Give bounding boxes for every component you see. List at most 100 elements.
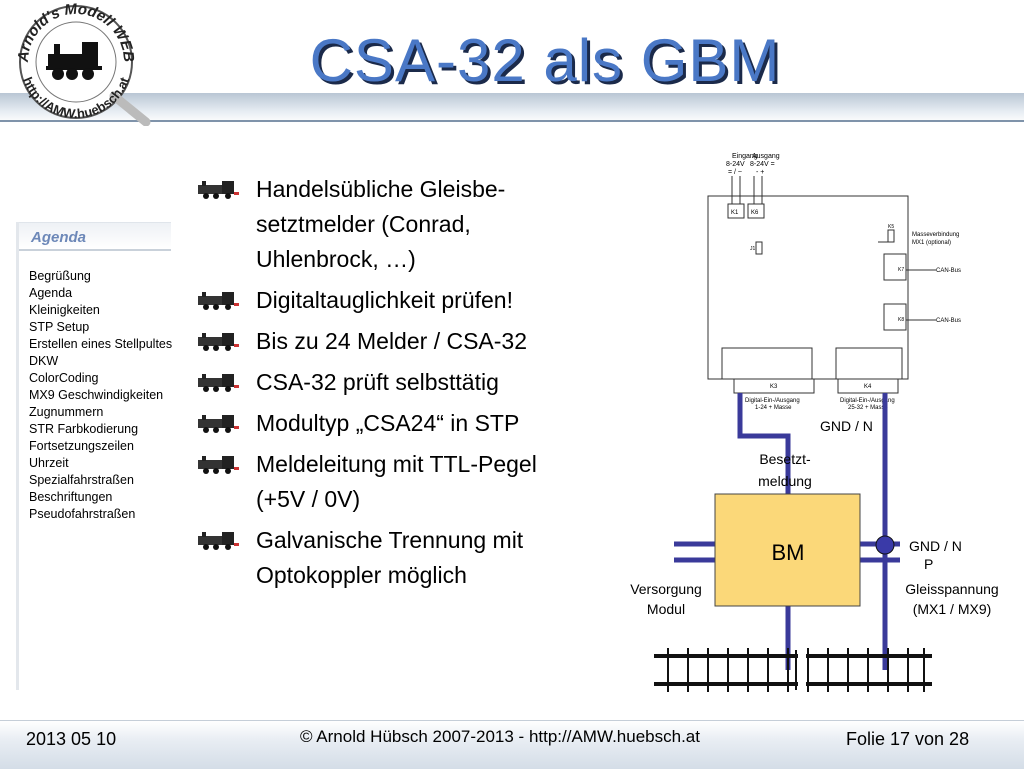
track [654, 648, 932, 692]
agenda-panel: Agenda Begrüßung Agenda Kleinigkeiten ST… [16, 222, 189, 690]
label-besetzt-2: meldung [758, 473, 812, 489]
label-dig2a: Digital-Ein-/Ausgang [840, 398, 895, 404]
locomotive-bullet-icon [198, 181, 239, 199]
label-k6: K6 [751, 210, 759, 216]
label-dig1b: 1-24 + Masse [755, 405, 792, 411]
label-ausgang-v: 8-24V = [750, 161, 775, 168]
junction-dot [875, 535, 895, 555]
agenda-item[interactable]: Beschriftungen [29, 490, 113, 504]
agenda-item[interactable]: Zugnummern [29, 405, 104, 419]
label-masse2: MX1 (optional) [912, 240, 951, 246]
connector-block-2 [835, 347, 903, 380]
jumper-k5 [887, 229, 895, 243]
agenda-item[interactable]: Pseudofahrstraßen [29, 507, 136, 521]
footer-date: 2013 05 10 [26, 729, 117, 749]
agenda-item[interactable]: Spezialfahrstraßen [29, 473, 134, 487]
label-masse1: Masseverbindung [912, 232, 959, 238]
connector-k4 [837, 378, 899, 394]
connector-k1 [727, 203, 745, 219]
bullet-text: (+5V / 0V) [256, 486, 361, 512]
label-gleis-1: Gleisspannung [905, 581, 998, 597]
label-k7: K7 [898, 267, 904, 273]
footer-copyright: © Arnold Hübsch 2007-2013 - http://AMW.h… [300, 727, 700, 746]
header-band [0, 93, 1024, 123]
label-eingang-ac: = / ~ [728, 169, 742, 176]
label-canbus-2: CAN-Bus [936, 318, 961, 324]
connector-k6 [747, 203, 765, 219]
agenda-item[interactable]: DKW [29, 354, 59, 368]
footer-slide-number: Folie 17 von 28 [846, 729, 970, 749]
bullet-text: Galvanische Trennung mit [256, 527, 524, 553]
agenda-item[interactable]: ColorCoding [29, 371, 99, 385]
label-canbus-1: CAN-Bus [936, 268, 961, 274]
label-versorgung-1: Versorgung [630, 581, 702, 597]
label-k4: K4 [864, 384, 872, 390]
label-j1: J1 [750, 246, 756, 252]
bullet-text: Bis zu 24 Melder / CSA-32 [256, 328, 528, 354]
bm-label: BM [772, 540, 805, 565]
agenda-item[interactable]: Agenda [29, 286, 73, 300]
agenda-header: Agenda [19, 222, 171, 251]
label-versorgung-2: Modul [647, 601, 685, 617]
label-p: P [924, 556, 933, 572]
label-gnd-n-right: GND / N [909, 538, 962, 554]
bullet-item: Galvanische Trennung mit Optokoppler mög… [196, 523, 616, 593]
connector-k8 [883, 303, 907, 331]
bullet-item: Handelsübliche Gleisbe- setztmelder (Con… [196, 172, 616, 277]
bullet-text: Handelsübliche Gleisbe- [256, 176, 506, 202]
label-ausgang: Ausgang [752, 153, 780, 160]
agenda-item[interactable]: Erstellen eines Stellpultes [29, 337, 173, 351]
label-besetzt-1: Besetzt- [759, 451, 811, 467]
label-dig1a: Digital-Ein-/Ausgang [745, 398, 800, 404]
bullet-item: CSA-32 prüft selbsttätig [196, 365, 616, 400]
label-dig2b: 25-32 + Masse [848, 405, 889, 411]
agenda-list: Begrüßung Agenda Kleinigkeiten STP Setup… [29, 268, 172, 523]
bullet-text: setztmelder (Conrad, [256, 211, 471, 237]
label-gleis-2: (MX1 / MX9) [913, 601, 992, 617]
jumper-j1 [755, 241, 763, 255]
wires [674, 393, 900, 670]
bullet-item: Digitaltauglichkeit prüfen! [196, 283, 616, 318]
label-eingang-v: 8-24V [726, 161, 745, 168]
locomotive-bullet-icon [198, 456, 239, 474]
label-k8: K8 [898, 317, 904, 323]
locomotive-bullet-icon [198, 374, 239, 392]
bullet-text: Meldeleitung mit TTL-Pegel [256, 451, 537, 477]
bullet-text: Modultyp „CSA24“ in STP [256, 410, 520, 436]
locomotive-bullet-icon [198, 415, 239, 433]
agenda-item[interactable]: STP Setup [29, 320, 90, 334]
slide-title: CSA-32 als GBM [309, 27, 781, 94]
agenda-item[interactable]: STR Farbkodierung [29, 422, 139, 436]
agenda-item[interactable]: Kleinigkeiten [29, 303, 100, 317]
wiring-diagram: Eingang 8-24V = / ~ Ausgang 8-24V = - + … [630, 153, 999, 692]
bullet-item: Modultyp „CSA24“ in STP [196, 406, 616, 441]
bullet-text: Digitaltauglichkeit prüfen! [256, 287, 513, 313]
locomotive-bullet-icon [198, 292, 239, 310]
locomotive-icon [46, 42, 102, 80]
connector-block-1 [721, 347, 813, 380]
label-eingang: Eingang [732, 153, 758, 160]
bm-box [714, 493, 861, 607]
bullet-text: Optokoppler möglich [256, 562, 467, 588]
bullet-text: Uhlenbrock, …) [256, 246, 416, 272]
connector-k3 [733, 378, 815, 394]
agenda-item[interactable]: MX9 Geschwindigkeiten [29, 388, 164, 402]
connector-k7 [883, 253, 907, 281]
agenda-title: Agenda [31, 229, 87, 246]
label-gnd-n-top: GND / N [820, 418, 873, 434]
label-k1: K1 [731, 210, 739, 216]
footer-band [0, 720, 1024, 769]
locomotive-bullet-icon [198, 333, 239, 351]
bullet-item: Bis zu 24 Melder / CSA-32 [196, 324, 616, 359]
header-divider [0, 120, 1024, 122]
label-k5: K5 [888, 224, 894, 230]
label-k3: K3 [770, 384, 778, 390]
locomotive-bullet-icon [198, 532, 239, 550]
bullet-item: Meldeleitung mit TTL-Pegel (+5V / 0V) [196, 447, 616, 517]
agenda-item[interactable]: Uhrzeit [29, 456, 69, 470]
agenda-item[interactable]: Fortsetzungszeilen [29, 439, 134, 453]
bullet-text: CSA-32 prüft selbsttätig [256, 369, 499, 395]
agenda-item[interactable]: Begrüßung [29, 269, 91, 283]
bullet-list: Handelsübliche Gleisbe- setztmelder (Con… [196, 172, 616, 599]
amw-logo: Arnold's Modell WEB http://AMW.huebsch.a… [15, 1, 151, 126]
